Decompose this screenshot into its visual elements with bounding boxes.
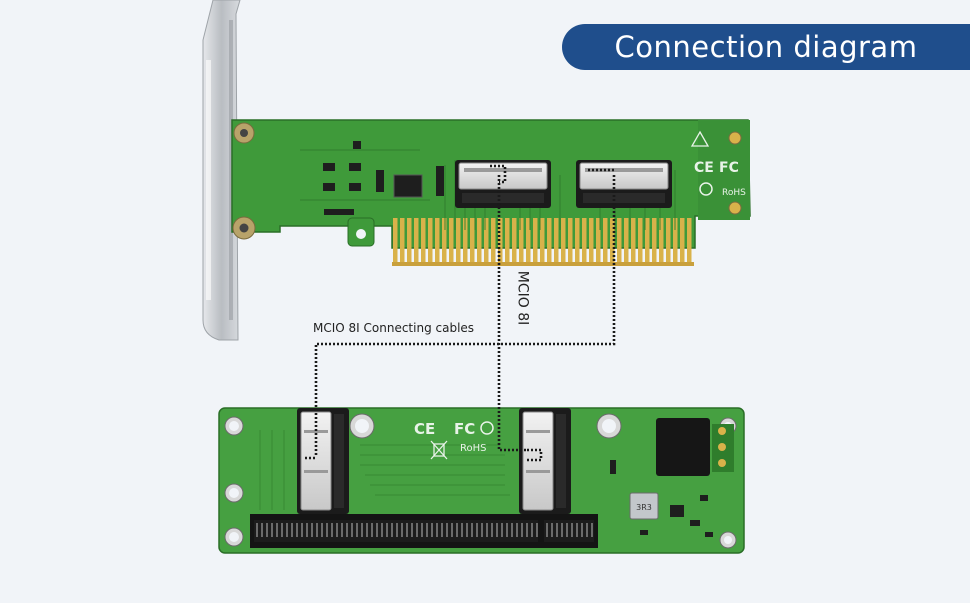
pcie-gold-fingers: [392, 218, 694, 266]
pcie-adapter-card: CE FC RoHS: [202, 0, 751, 341]
mcio-connector-2: [576, 160, 672, 208]
mount-hole: [224, 527, 244, 547]
fc-mark: FC: [454, 420, 475, 438]
riser-board: 3R3 CE FC RoHS: [218, 407, 745, 554]
mcio-connector-1: [455, 160, 551, 208]
mcio-cable-routes: [314, 175, 616, 456]
smd-components: [323, 141, 444, 215]
title-banner: Connection diagram: [562, 24, 970, 70]
mount-hole: [232, 216, 256, 240]
weee-bin-icon: [430, 440, 448, 460]
riser-mcio-connector-2: [519, 408, 571, 514]
ce-mark: CE: [414, 420, 435, 438]
cable-route-1: [314, 175, 616, 456]
cable-end-markers: [305, 164, 614, 462]
mount-hole: [224, 416, 244, 436]
riser-mcio-connector-1: [297, 408, 349, 514]
recycle-icon: [480, 421, 494, 435]
cable-route-2: [497, 175, 527, 452]
recycle-icon: [699, 182, 713, 196]
inductor-chip: 3R3: [629, 492, 659, 520]
mount-hole: [596, 413, 622, 439]
page-title: Connection diagram: [614, 30, 918, 64]
mount-hole: [719, 531, 737, 549]
svg-text:3R3: 3R3: [636, 503, 652, 512]
mount-hole: [233, 122, 255, 144]
rohs-mark: RoHS: [460, 443, 486, 454]
ce-mark: CE: [694, 160, 714, 176]
pcie-bracket: [202, 0, 241, 341]
pcie-x16-slot: [250, 514, 598, 548]
smd-components: [610, 460, 713, 537]
power-connector: [656, 418, 734, 476]
warning-icon: [690, 130, 710, 147]
fc-mark: FC: [719, 160, 739, 176]
controller-chip: [393, 174, 423, 198]
mount-hole: [349, 413, 375, 439]
mcio-label: MCIO 8I: [514, 270, 531, 326]
mount-hole: [224, 483, 244, 503]
rohs-mark: RoHS: [722, 188, 746, 198]
cables-label: MCIO 8I Connecting cables: [313, 321, 475, 335]
